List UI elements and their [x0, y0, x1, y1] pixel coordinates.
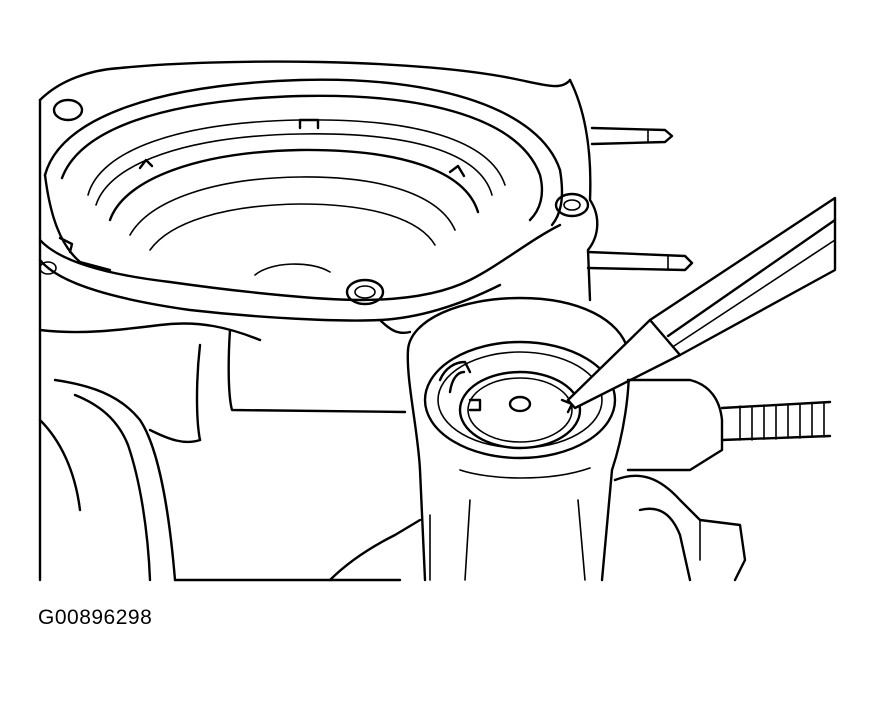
- mounting-studs: [586, 126, 694, 272]
- bell-housing-rings: [43, 78, 564, 276]
- figure-id-label: G00896298: [38, 606, 153, 629]
- case-housing-outline: [38, 60, 599, 582]
- lower-ribs: [38, 418, 431, 582]
- linkage-rod: [613, 378, 832, 582]
- transmission-case-illustration: [38, 60, 837, 582]
- servo-piston: [438, 360, 582, 450]
- mounting-flange: [38, 98, 590, 334]
- screwdriver-tool: [566, 196, 837, 410]
